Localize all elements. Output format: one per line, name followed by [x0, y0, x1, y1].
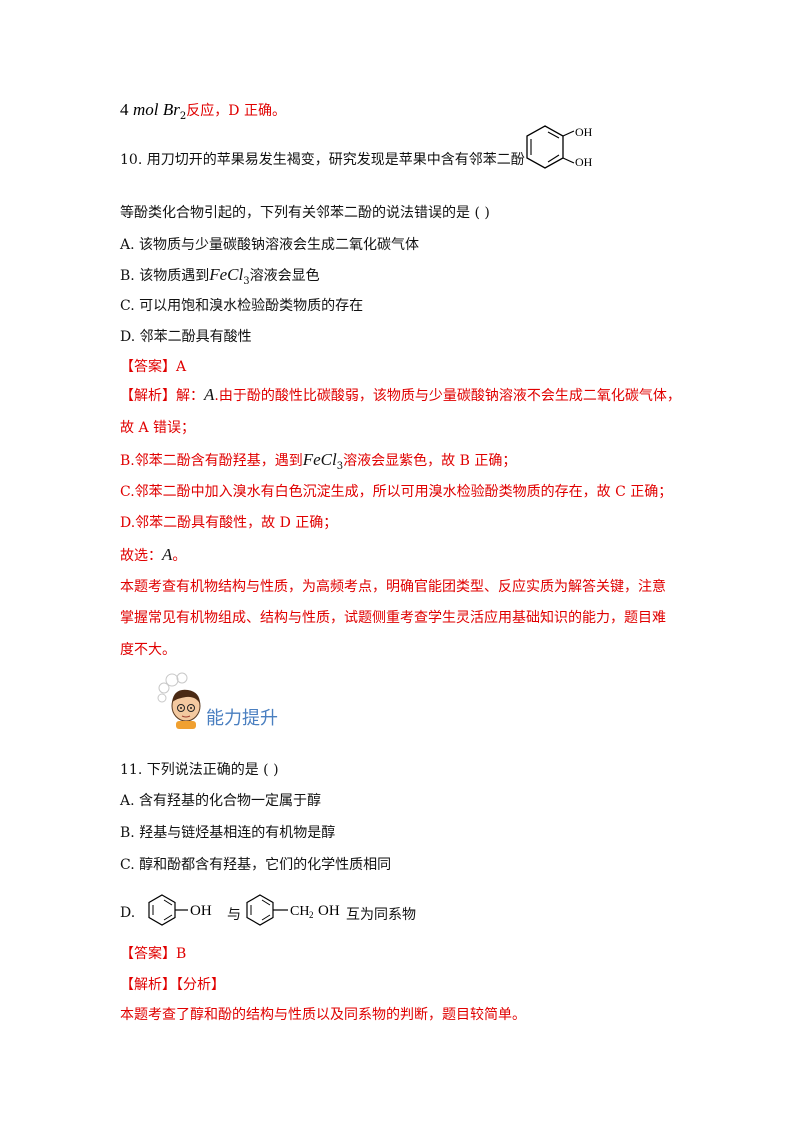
q11-answer: 【答案】B: [120, 946, 187, 962]
choice-prefix: 故选：: [120, 548, 162, 564]
q10-analysis-a-cont: 故 A 错误；: [120, 420, 196, 436]
q11-option-c: C. 醇和酚都含有羟基，它们的化学性质相同: [120, 857, 392, 873]
q10-summary-line1: 本题考查有机物结构与性质，为高频考点，明确官能团类型、反应实质为解答关键，注意: [120, 579, 666, 595]
q10-answer: 【答案】A: [120, 359, 187, 375]
q10-summary-line3: 度不大。: [120, 642, 176, 658]
analysis-b-formula: FeCl: [302, 450, 337, 469]
catechol-structure-icon: OH OH: [526, 125, 593, 169]
benzyl-alcohol-structure-icon: CH 2 OH: [246, 894, 340, 926]
q10-option-a: A. 该物质与少量碳酸钠溶液会生成二氧化碳气体: [120, 237, 420, 253]
ch-label: CH: [290, 904, 309, 919]
q10-analysis-d: D.邻苯二酚具有酸性，故 D 正确；: [120, 515, 338, 531]
q10-stem-line1: 10. 用刀切开的苹果易发生褐变，研究发现是苹果中含有邻苯二酚: [120, 152, 525, 168]
q11-option-d: D.: [120, 903, 135, 923]
q10-analysis-b: B.邻苯二酚含有酚羟基，遇到FeCl3溶液会显紫色，故 B 正确；: [120, 450, 516, 473]
q10-option-b: B. 该物质遇到FeCl3溶液会显色: [120, 265, 320, 288]
q10-stem-line2: 等酚类化合物引起的，下列有关邻苯二酚的说法错误的是 ( ): [120, 205, 490, 221]
phenol-structure-icon: OH: [148, 894, 212, 926]
option-d-suffix: 互为同系物: [346, 907, 416, 923]
q10-option-c: C. 可以用饱和溴水检验酚类物质的存在: [120, 298, 364, 314]
analysis-letter-a: A: [204, 385, 215, 404]
coefficient: 4: [120, 100, 129, 119]
choice-suffix: 。: [172, 548, 187, 564]
q11-option-b: B. 羟基与链烃基相连的有机物是醇: [120, 825, 336, 841]
section-badge-label: 能力提升: [206, 708, 278, 729]
previous-answer-tail: 4 mol Br2反应，D 正确。: [120, 100, 286, 123]
q10-analysis-a: 【解析】解：A.由于酚的酸性比碳酸弱，该物质与少量碳酸钠溶液不会生成二氧化碳气体…: [120, 385, 681, 406]
choice-letter: A: [162, 545, 173, 564]
option-d-letter: D.: [120, 905, 136, 921]
analysis-prefix: 【解析】解：: [120, 388, 204, 404]
bromine-formula: Br: [162, 100, 180, 119]
option-b-suffix: 溶液会显色: [249, 268, 320, 284]
mol-unit: mol: [132, 100, 159, 119]
benzyl-oh-label: OH: [318, 903, 340, 919]
q10-choice: 故选：A。: [120, 545, 186, 566]
analysis-b-suffix: 溶液会显紫色，故 B 正确；: [343, 453, 517, 469]
ferric-chloride-formula: FeCl: [209, 265, 244, 284]
ch-subscript: 2: [309, 910, 314, 920]
option-d-and: 与: [227, 907, 241, 923]
thinking-boy-icon: [157, 672, 201, 729]
option-b-prefix: B. 该物质遇到: [120, 268, 210, 284]
q10-summary-line2: 掌握常见有机物组成、结构与性质，试题侧重考查学生灵活应用基础知识的能力，题目难: [120, 610, 666, 626]
oh-label-bottom: OH: [575, 155, 593, 169]
ferric-chloride-subscript: 3: [243, 276, 250, 287]
phenol-oh-label: OH: [190, 903, 212, 919]
oh-label-top: OH: [575, 125, 593, 139]
bromine-subscript: 2: [179, 111, 187, 122]
previous-conclusion: 反应，D 正确。: [186, 103, 286, 119]
q11-summary: 本题考查了醇和酚的结构与性质以及同系物的判断，题目较简单。: [120, 1007, 526, 1023]
q11-analysis: 【解析】【分析】: [120, 977, 225, 993]
analysis-b-subscript: 3: [336, 461, 344, 472]
q11-option-a: A. 含有羟基的化合物一定属于醇: [120, 793, 322, 809]
q10-analysis-c: C.邻苯二酚中加入溴水有白色沉淀生成，所以可用溴水检验酚类物质的存在，故 C 正…: [120, 484, 673, 500]
analysis-b-prefix: B.邻苯二酚含有酚羟基，遇到: [120, 453, 303, 469]
analysis-a-text: .由于酚的酸性比碳酸弱，该物质与少量碳酸钠溶液不会生成二氧化碳气体，: [214, 388, 681, 404]
q11-stem: 11. 下列说法正确的是 ( ): [120, 762, 279, 778]
q10-option-d: D. 邻苯二酚具有酸性: [120, 329, 252, 345]
